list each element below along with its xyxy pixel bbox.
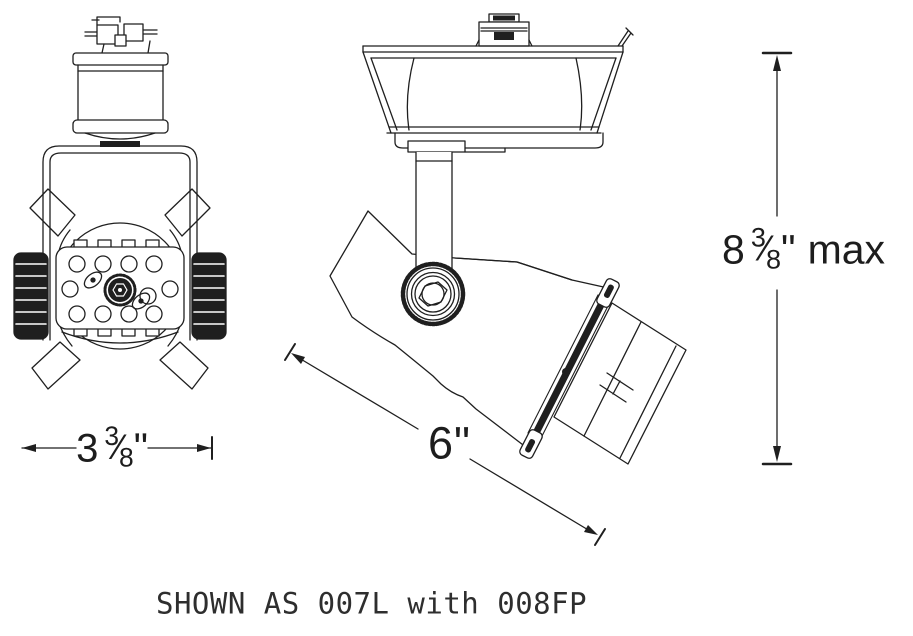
height-fraction: 3⁄8 [750, 222, 781, 275]
width-dimension-line [21, 436, 213, 460]
height-unit: " [781, 226, 796, 273]
length-unit: " [454, 417, 471, 469]
height-suffix: max [807, 226, 886, 273]
length-dimension-label: 6" [428, 421, 470, 466]
caption: SHOWN AS 007L with 008FP [156, 586, 588, 621]
width-unit: " [133, 426, 148, 471]
width-whole: 3 [76, 426, 99, 471]
length-dimension-line [284, 343, 606, 546]
front-view-drawing [13, 16, 227, 390]
side-view-drawing [329, 13, 687, 465]
length-value: 6 [427, 417, 454, 469]
width-fraction: 3⁄8 [104, 421, 133, 473]
height-whole: 8 [722, 226, 745, 273]
height-dimension-line [761, 51, 793, 466]
